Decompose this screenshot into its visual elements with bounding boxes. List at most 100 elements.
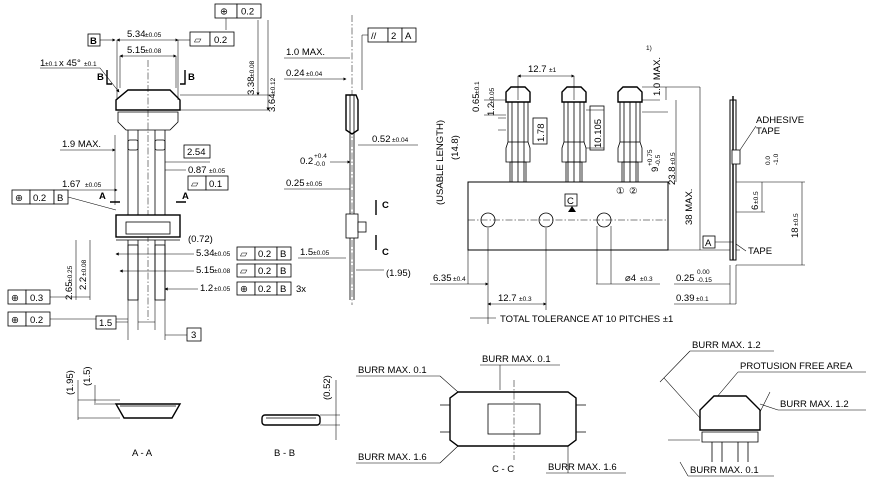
dim-072: (0.72) (188, 234, 213, 245)
side-02-tol1: +0.4 (314, 153, 327, 160)
height-338: 3.38 (246, 77, 257, 96)
sprocket-hole-2 (538, 212, 554, 228)
chamfer-tol2: ±0.1 (84, 61, 97, 68)
tol-row-3: 1.2 ±0.05 ⊕ 0.2 B 3x (164, 281, 306, 296)
section-B-right: B (188, 72, 195, 83)
tape-178: 1.78 (536, 124, 547, 143)
tol-01: 0.1 (209, 179, 222, 190)
isometric-view: BURR MAX. 1.2 PROTUSION FREE AREA BURR M… (659, 340, 866, 477)
adhesive-label: ADHESIVE (756, 115, 804, 126)
tape-039-tol: ±0.1 (696, 296, 709, 303)
sprocket-hole-1 (480, 212, 496, 228)
side-15-tol: ±0.05 (313, 250, 330, 257)
bb-label: B - B (274, 448, 295, 459)
bb-profile (261, 414, 321, 426)
dim-265-tol: ±0.25 (67, 265, 74, 282)
dim-3-box: 3 (191, 330, 196, 341)
sensor-2 (561, 86, 587, 183)
pos-sym-02: ⊕ (11, 315, 19, 326)
tape-9-tol2: -0.5 (655, 154, 662, 166)
side-195: (1.95) (386, 268, 411, 279)
flat-symbol-2: ⏥ (191, 179, 199, 190)
iso-burr-3: BURR MAX. 0.1 (690, 465, 759, 476)
tape-18-tol: ±0.5 (793, 213, 800, 226)
section-C-top: C (382, 200, 389, 211)
width-515: 5.15 (127, 45, 146, 56)
svg-text:B: B (280, 266, 286, 277)
tape-view: (USABLE LENGTH) (14.8) C ① ② (430, 45, 805, 325)
tape-9-tol1: +0.75 (647, 149, 654, 166)
iso-body (699, 395, 761, 431)
side-052-tol: ±0.04 (392, 137, 409, 144)
side-025-tol: ±0.05 (306, 181, 323, 188)
svg-text:±0.05: ±0.05 (214, 251, 231, 258)
parallel-symbol: // (371, 31, 377, 42)
tape-025: 0.25 (676, 273, 695, 284)
side-view: // 2 A 1.0 MAX. 0.24 ±0.04 0.52 ±0.04 0.… (284, 15, 418, 305)
dim-167-tol: ±0.05 (85, 182, 102, 189)
flatness-tolerance: 0.2 (214, 35, 227, 46)
svg-text:±0.05: ±0.05 (214, 286, 231, 293)
cc-burr-4: BURR MAX. 1.6 (548, 462, 617, 473)
adhesive-label-2: TAPE (756, 126, 780, 137)
tape-6-tol: ±0.5 (753, 191, 760, 204)
tape-025-t2: -0.15 (697, 277, 712, 284)
iso-burr-1: BURR MAX. 1.2 (692, 340, 761, 351)
datum-B-label: B (90, 36, 97, 47)
side-02-tol2: -0.0 (314, 161, 326, 168)
aa-15: (1.5) (82, 366, 93, 386)
tape-039: 0.39 (676, 293, 695, 304)
iso-burr-2: BURR MAX. 1.2 (780, 399, 849, 410)
svg-text:5.34: 5.34 (196, 248, 215, 259)
svg-text:5.15: 5.15 (196, 265, 215, 276)
dim-087-tol: ±0.05 (209, 168, 226, 175)
tape-9: 9 (650, 167, 661, 172)
height-364-tol: ±0.12 (270, 77, 277, 94)
width-515-tol: ±0.08 (145, 48, 162, 55)
tol-frame-value (236, 3, 262, 19)
tape-strip (467, 181, 669, 251)
sprocket-hole-3 (596, 212, 612, 228)
tape-hole-dia: ⌀4 (625, 273, 636, 284)
tape-00-tol: -1.0 (773, 153, 780, 165)
width-534: 5.34 (127, 29, 146, 40)
tape-18: 18 (790, 227, 801, 238)
pin-1-label: ① (616, 186, 625, 197)
tape-12-tol: ±0.05 (489, 87, 496, 104)
pos-sym-03: ⊕ (11, 293, 19, 304)
tape-127b: 12.7 (498, 293, 517, 304)
svg-text:0.2: 0.2 (258, 249, 271, 260)
tape-hole-dia-tol: ±0.3 (640, 276, 653, 283)
svg-text:⏥: ⏥ (240, 249, 248, 260)
chamfer-tol: ±0.1 (45, 61, 58, 68)
side-02: 0.2 (300, 156, 313, 167)
cc-burr-1: BURR MAX. 0.1 (482, 354, 551, 365)
tape-12: 1.2 (486, 103, 497, 116)
dim-087: 0.87 (188, 165, 207, 176)
cc-profile (449, 391, 577, 447)
dim-22-tol: ±0.08 (81, 259, 88, 276)
svg-text:⊕: ⊕ (240, 284, 248, 295)
section-C-bot: C (382, 247, 389, 258)
tape-025-t1: 0.00 (697, 269, 710, 276)
side-15: 1.5 (300, 247, 313, 258)
pos-datum-1: B (57, 193, 63, 204)
svg-text:±0.08: ±0.08 (214, 268, 231, 275)
sensor-1 (505, 86, 531, 183)
tape-pitch-127: 12.7 (528, 64, 547, 75)
pos-tol-03: 0.3 (30, 293, 43, 304)
position-symbol: ⊕ (220, 7, 228, 18)
section-A-right: A (182, 191, 189, 202)
tape-00: 0.0 (765, 156, 772, 165)
dim-22: 2.2 (78, 277, 89, 290)
height-364: 3.64 (267, 94, 278, 113)
pin-2-label: ② (629, 186, 638, 197)
pitch-254-box (183, 144, 211, 159)
tape-6: 6 (750, 205, 761, 210)
front-view: ⊕ 0.2 B 5.34 ±0.05 5.15 ±0.08 ⏥ 0.2 1 ±0… (7, 3, 306, 342)
tape-10max: 1.0 MAX. (652, 57, 663, 96)
tape-datum-A: A (705, 238, 712, 249)
svg-text:3x: 3x (296, 284, 306, 295)
